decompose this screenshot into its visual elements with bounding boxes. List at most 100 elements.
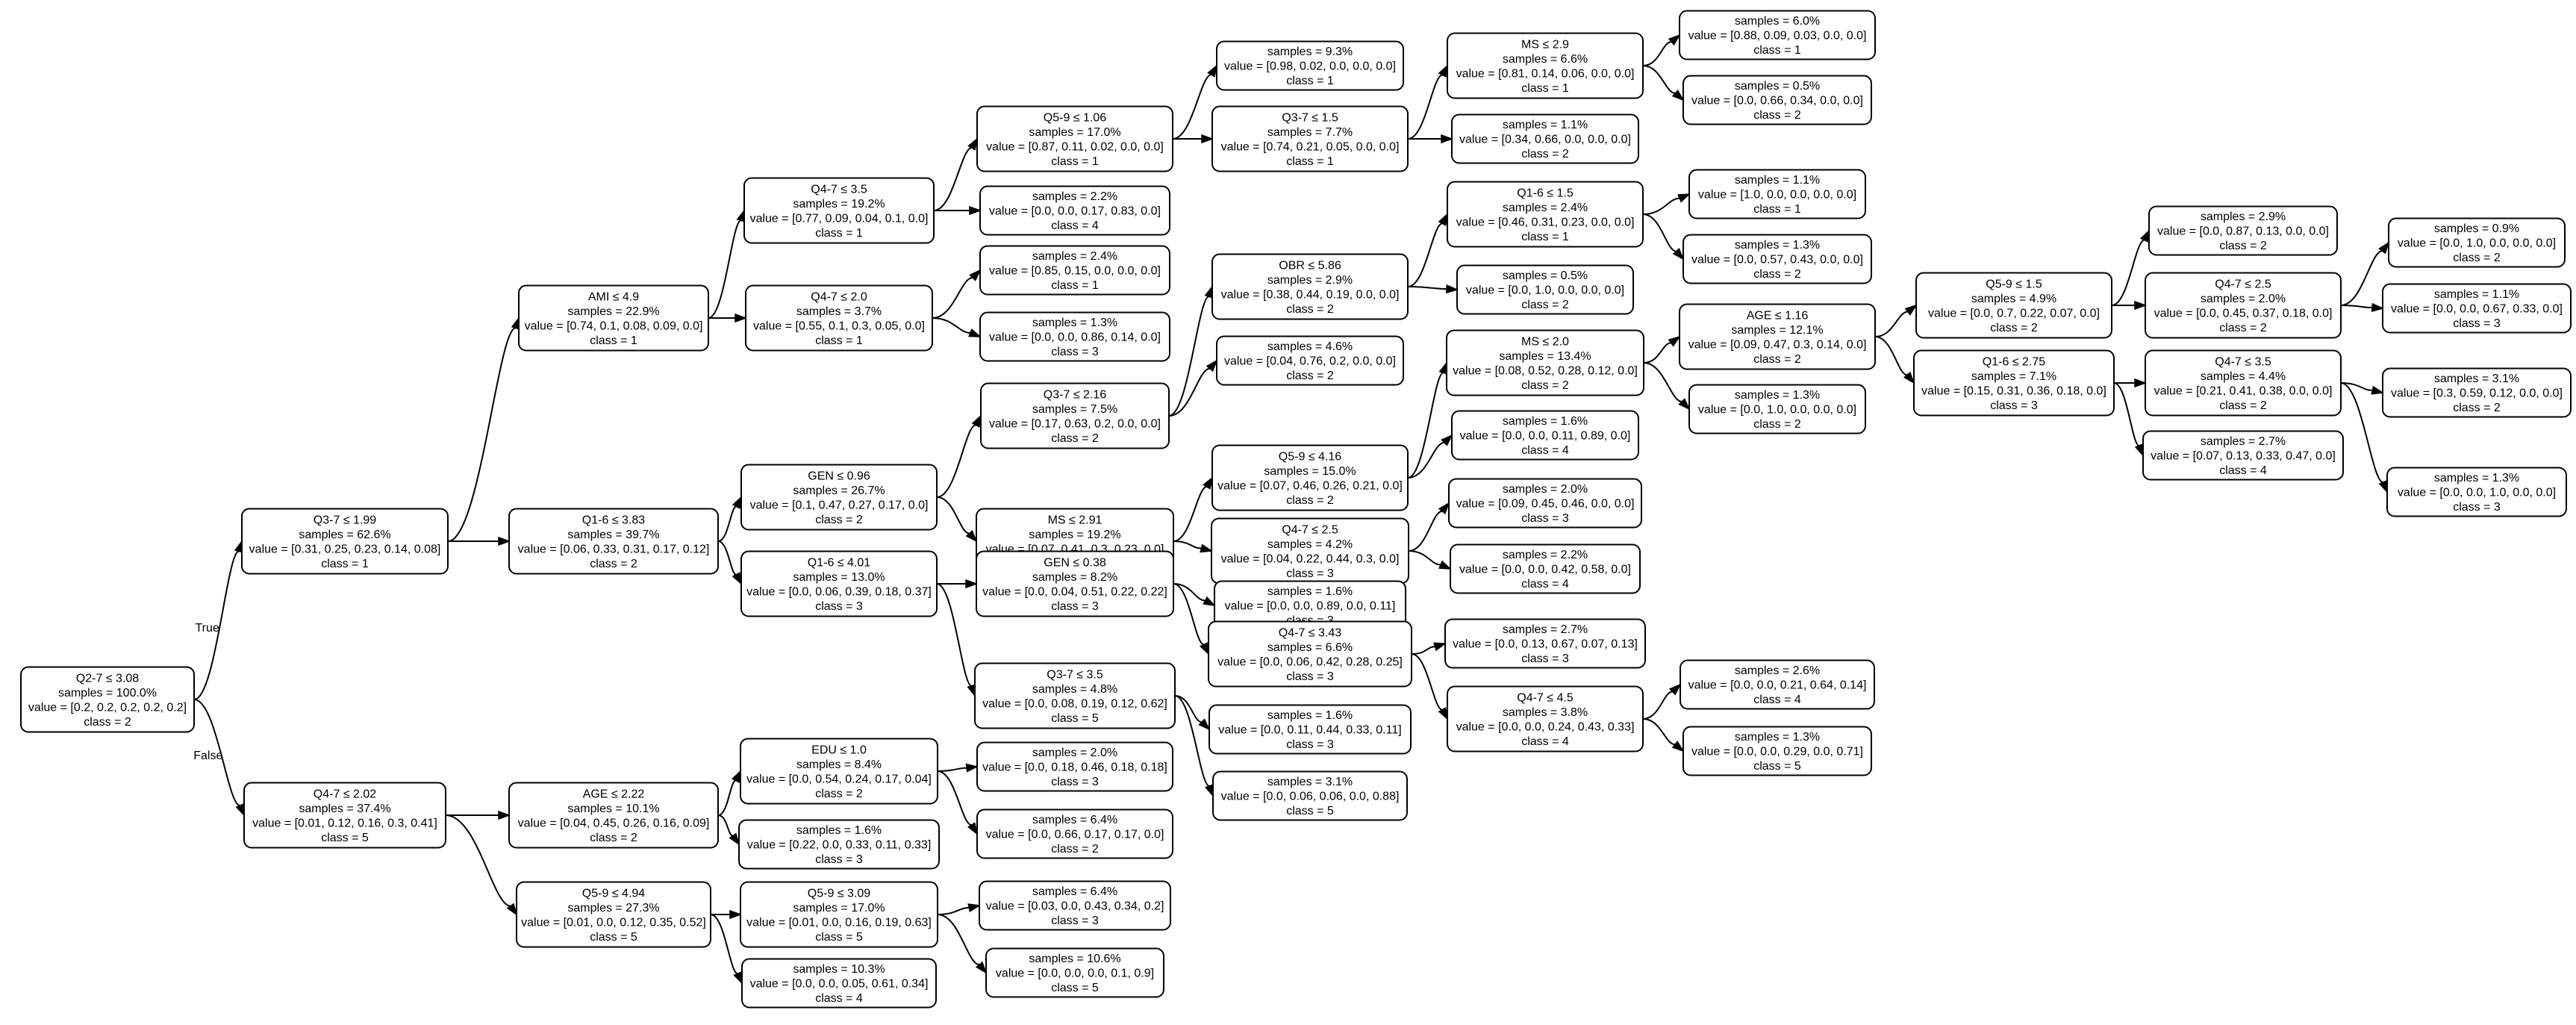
node-text-line: samples = 7.1%: [1971, 370, 2056, 383]
node-text-line: samples = 17.0%: [793, 902, 885, 915]
edge-arrowhead: [1445, 284, 1459, 294]
tree-edge: [1407, 361, 1448, 479]
node-text-line: class = 3: [1051, 776, 1099, 788]
node-text-line: class = 1: [1753, 203, 1801, 216]
node-box: [1451, 113, 1639, 164]
node-text-line: value = [0.07, 0.46, 0.26, 0.21, 0.0]: [1217, 479, 1403, 492]
tree-edge: [937, 770, 979, 835]
node-text-line: value = [0.0, 0.66, 0.34, 0.0, 0.0]: [1691, 95, 1863, 108]
edge-line: [1407, 222, 1443, 287]
node-box: [1444, 618, 1646, 669]
node-text-line: value = [0.04, 0.76, 0.2, 0.0, 0.0]: [1224, 355, 1396, 368]
tree-node: samples = 6.0%value = [0.88, 0.09, 0.03,…: [1679, 10, 1876, 60]
edge-line: [1411, 646, 1435, 655]
tree-node: samples = 2.2%value = [0.0, 0.0, 0.42, 0…: [1450, 543, 1641, 594]
node-text-line: value = [0.0, 0.0, 0.42, 0.58, 0.0]: [1459, 564, 1631, 576]
edge-arrowhead: [967, 822, 979, 835]
node-text-line: value = [0.17, 0.63, 0.2, 0.0, 0.0]: [989, 417, 1161, 430]
node-text-line: samples = 4.4%: [2201, 370, 2286, 383]
node-text-line: class = 3: [1521, 512, 1569, 525]
edge-arrowhead: [2134, 378, 2148, 388]
node-box: [1212, 770, 1408, 821]
edge-line: [1643, 342, 1671, 364]
tree-edge: [2340, 382, 2388, 494]
node-text-line: value = [0.0, 0.0, 1.0, 0.0, 0.0]: [2398, 487, 2556, 499]
node-text-line: samples = 62.6%: [299, 529, 390, 541]
edge-arrowhead: [965, 529, 978, 543]
edge-arrowhead: [1903, 371, 1915, 384]
node-text-line: samples = 26.7%: [793, 485, 885, 497]
edge-line: [445, 814, 511, 907]
node-text-line: class = 4: [1521, 578, 1569, 591]
node-text-line: samples = 1.6%: [1503, 415, 1588, 428]
edge-arrowhead: [975, 961, 988, 974]
node-text-line: value = [0.88, 0.09, 0.03, 0.0, 0.0]: [1688, 30, 1867, 43]
edge-line: [937, 770, 972, 826]
edge-arrowhead: [1433, 642, 1447, 652]
edge-line: [2340, 382, 2383, 484]
node-text-line: class = 1: [815, 227, 863, 240]
node-text-line: samples = 6.4%: [1032, 885, 1117, 898]
tree-node: samples = 1.1%value = [1.0, 0.0, 0.0, 0.…: [1688, 169, 1866, 219]
node-text-line: class = 3: [2453, 501, 2501, 514]
edge-arrowhead: [1207, 64, 1218, 78]
edge-line: [2340, 250, 2383, 306]
node-text-line: samples = 37.4%: [299, 803, 390, 815]
tree-node: samples = 2.6%value = [0.0, 0.0, 0.21, 0…: [1680, 659, 1875, 710]
node-text-line: samples = 2.4%: [1032, 250, 1117, 263]
node-text-line: class = 2: [1753, 268, 1801, 281]
node-box: [979, 245, 1170, 296]
tree-edge: [1407, 213, 1449, 287]
tree-edge: [1408, 502, 1450, 552]
node-text-line: value = [0.38, 0.44, 0.19, 0.0, 0.0]: [1221, 288, 1400, 301]
node-text-line: samples = 2.4%: [1503, 202, 1588, 214]
edge-arrowhead: [965, 763, 979, 773]
node-text-line: samples = 1.1%: [1735, 174, 1820, 187]
tree-edge: [933, 205, 982, 216]
node-box: [1915, 272, 2112, 339]
node-text-line: value = [0.0, 0.0, 0.89, 0.0, 0.11]: [1225, 600, 1396, 613]
node-text-line: value = [0.09, 0.45, 0.46, 0.0, 0.0]: [1456, 498, 1635, 511]
edge-arrowhead: [498, 536, 511, 546]
tree-edge: [1174, 695, 1211, 731]
node-text-line: class = 2: [590, 832, 637, 844]
edge-arrowhead: [971, 414, 982, 428]
edge-arrowhead: [506, 903, 518, 916]
node-box: [1679, 10, 1876, 60]
tree-edge: True: [193, 539, 243, 700]
node-text-line: value = [0.0, 0.08, 0.19, 0.12, 0.62]: [982, 697, 1167, 710]
edge-arrowhead: [1668, 34, 1681, 46]
node-text-line: samples = 10.1%: [567, 803, 659, 815]
node-text-line: value = [0.0, 0.0, 0.17, 0.83, 0.0]: [989, 205, 1161, 218]
tree-edge: [2112, 300, 2148, 311]
node-text-line: Q4-7 ≤ 2.5: [1282, 523, 1338, 536]
node-text-line: class = 2: [815, 514, 863, 526]
node-text-line: samples = 2.6%: [1735, 664, 1820, 677]
node-box: [241, 508, 449, 575]
edge-arrowhead: [967, 137, 979, 151]
node-text-line: class = 5: [590, 931, 637, 944]
node-text-line: class = 1: [321, 558, 369, 570]
tree-node: samples = 1.3%value = [0.0, 0.57, 0.43, …: [1682, 234, 1872, 284]
edge-line: [1168, 367, 1211, 417]
node-box: [1913, 349, 2115, 417]
tree-node: samples = 1.3%value = [0.0, 0.0, 1.0, 0.…: [2386, 467, 2567, 517]
node-text-line: samples = 4.9%: [1971, 293, 2056, 305]
node-text-line: value = [0.0, 0.54, 0.24, 0.17, 0.04]: [746, 773, 932, 785]
node-text-line: samples = 17.0%: [1029, 126, 1120, 139]
tree-edge: [1408, 134, 1454, 144]
node-text-line: class = 5: [1051, 982, 1099, 994]
node-text-line: MS ≤ 2.0: [1521, 335, 1569, 348]
tree-edge: [447, 536, 511, 546]
node-text-line: samples = 2.9%: [2201, 211, 2286, 223]
node-text-line: class = 2: [2453, 402, 2501, 414]
